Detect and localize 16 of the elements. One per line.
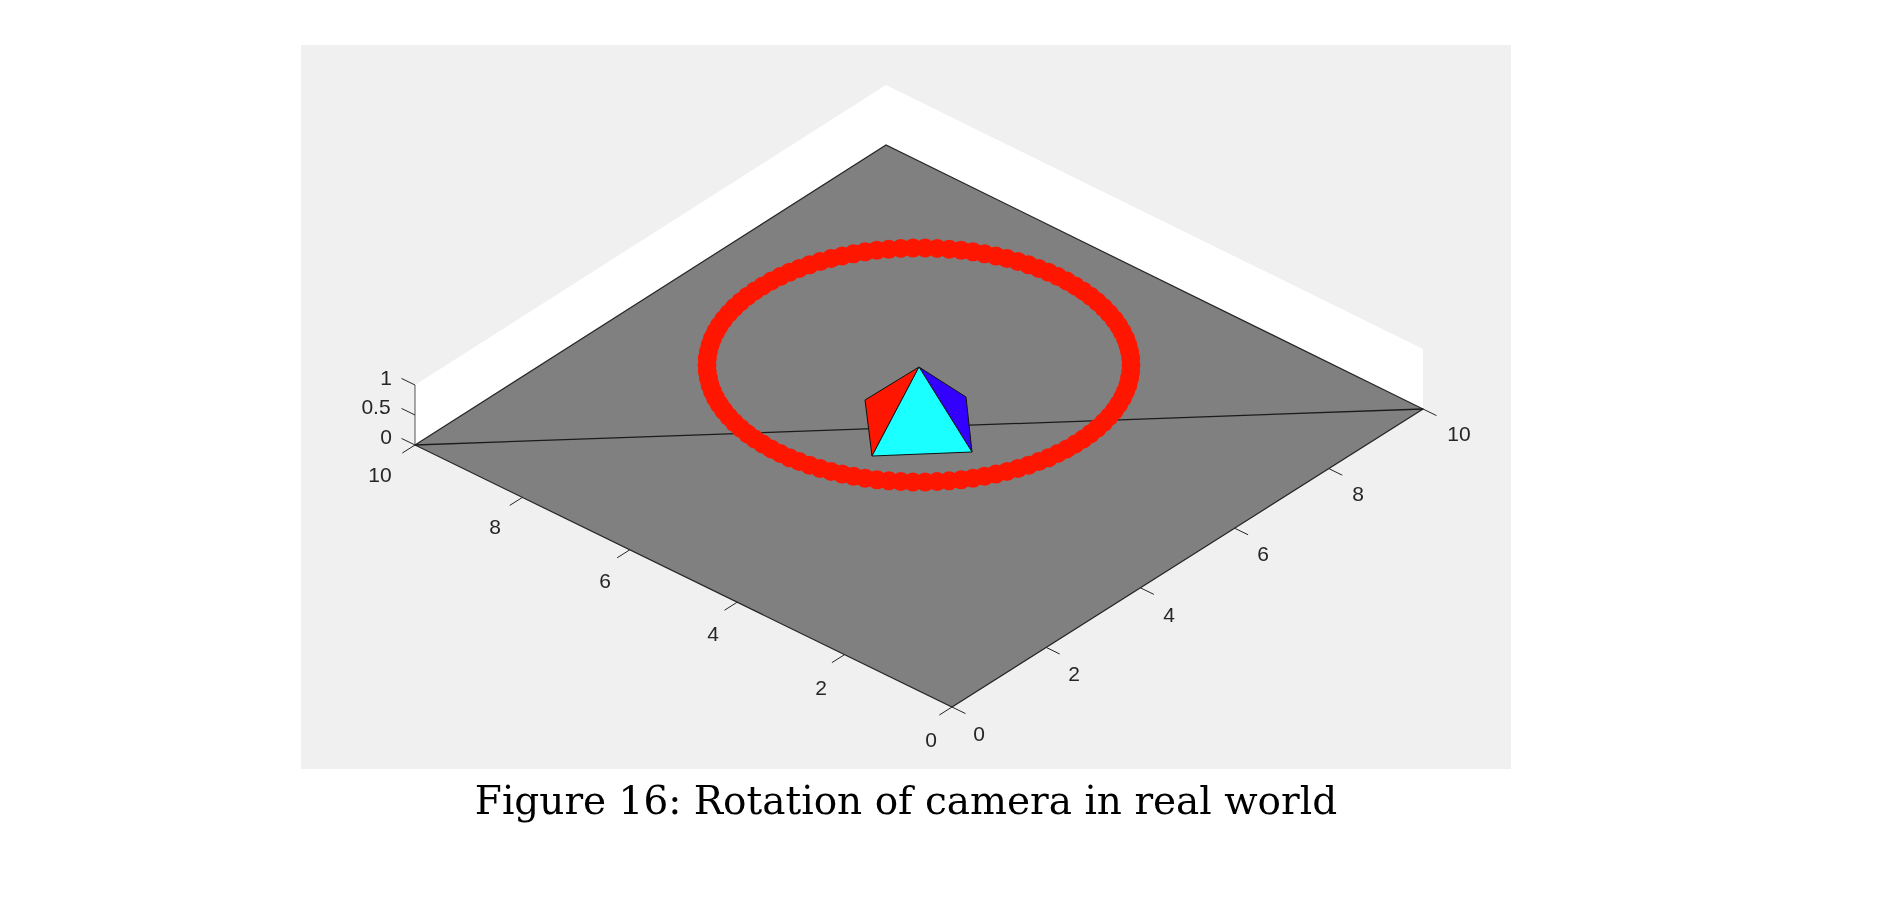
tick-label: 6 [1257, 542, 1269, 564]
tick-label: 0.5 [361, 395, 391, 417]
tick-label: 10 [368, 463, 392, 485]
tick-label: 0 [925, 728, 937, 750]
tick-label: 8 [489, 515, 501, 537]
tick-label: 0 [380, 425, 392, 447]
tick-label: 8 [1352, 482, 1364, 504]
tick-label: 10 [1447, 422, 1471, 444]
tick-label: 1 [380, 366, 392, 388]
tick-label: 4 [1163, 603, 1175, 625]
figure-caption: Figure 16: Rotation of camera in real world [474, 778, 1338, 823]
tick-label: 6 [599, 569, 611, 591]
tick-label: 0 [973, 722, 985, 744]
tick-label: 2 [1068, 662, 1080, 684]
tick-label: 4 [707, 622, 719, 644]
tick-label: 2 [815, 676, 827, 698]
